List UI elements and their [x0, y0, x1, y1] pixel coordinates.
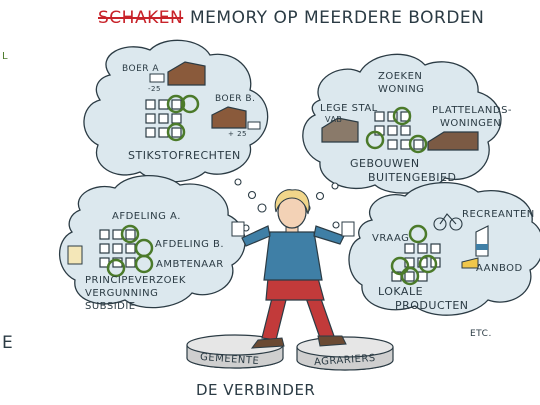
label-lege-stal: LEGE STAL [320, 103, 378, 114]
label-ambtenaar: AMBTENAAR [156, 259, 224, 270]
edge-text-mid: E [2, 333, 14, 353]
label-vergunning: VERGUNNING [85, 288, 159, 299]
memory-grid-top-left [145, 94, 200, 142]
memory-grid-mid-left [99, 224, 154, 278]
label-producten: PRODUCTEN [395, 299, 469, 312]
rural-houses-icon [427, 131, 479, 151]
label-buitengebied: BUITENGEBIED [368, 171, 457, 184]
label-woningen: WONINGEN [440, 118, 502, 129]
caption-stikstofrechten: STIKSTOFRECHTEN [128, 149, 241, 162]
memory-grid-mid-right [390, 224, 441, 286]
label-principeverzoek: PRINCIPEVERZOEK [85, 275, 186, 286]
label-lokale: LOKALE [378, 285, 424, 298]
milk-carton-icon [475, 225, 489, 257]
label-etc: ETC. [470, 329, 492, 339]
label-afdeling-a: AFDELING A. [112, 211, 181, 222]
label-boer-a: BOER A [122, 64, 160, 74]
empty-barn-icon [321, 117, 359, 143]
memory-grid-top-right [365, 106, 428, 154]
document-icon [67, 245, 83, 265]
cloud-mid-right [348, 182, 540, 316]
label-gebouwen: GEBOUWEN [350, 157, 420, 170]
page-title: MEMORY OP MEERDERE BORDEN [190, 8, 485, 28]
label-plattelands: PLATTELANDS- [432, 105, 513, 116]
label-aanbod: AANBOD [476, 263, 523, 274]
caption-de-verbinder: DE VERBINDER [196, 381, 316, 399]
label-plus-25: + 25 [228, 130, 247, 138]
thought-dots [234, 178, 340, 241]
label-subsidie: SUBSIDIE [85, 301, 136, 312]
label-vab: VAB [325, 115, 343, 124]
edge-text-top: L [2, 51, 9, 62]
cheese-icon [461, 257, 479, 269]
cloud-mid-left [59, 174, 246, 309]
barn-icon-boer-a [149, 61, 206, 86]
label-woning: WONING [378, 84, 425, 95]
title-struck-word: SCHAKEN [98, 8, 184, 28]
label-zoeken: ZOEKEN [378, 71, 423, 82]
bicycle-icon [433, 213, 463, 231]
label-boer-b: BOER B. [215, 94, 256, 104]
barn-icon-boer-b [211, 106, 261, 130]
label-minus-25: -25 [148, 85, 161, 93]
label-vraag: VRAAG [372, 233, 410, 244]
label-afdeling-b: AFDELING B. [155, 239, 225, 250]
connector-figure [231, 189, 355, 349]
label-recreanten: RECREANTEN [462, 209, 535, 220]
